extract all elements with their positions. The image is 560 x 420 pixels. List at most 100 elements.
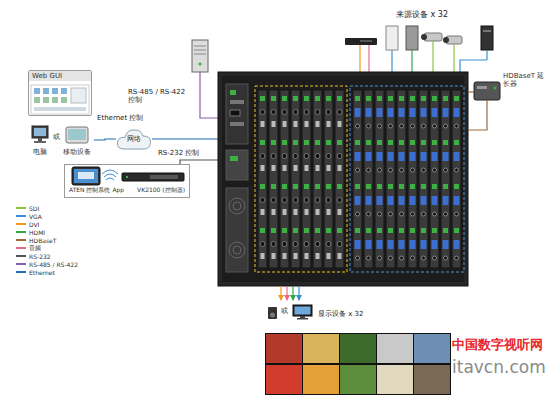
hdbaset-extender-icon [474,82,500,100]
node-text: VK2100 (控制器) [137,187,185,194]
node-text: 电脑 [28,148,52,156]
control-wire [152,72,226,164]
output-card [335,90,344,268]
mobile-device-icon [68,129,86,140]
hdbaset-wire [468,92,487,130]
legend-row: HDMI [16,228,78,236]
web-gui-screen [31,85,89,114]
control-server-icon [192,40,208,72]
source-wire [486,50,487,60]
source-wire [359,45,360,72]
control-server-icon [194,50,206,51]
input-card [419,90,428,268]
computer: 电脑 [28,124,52,156]
source-device-icon [360,40,372,42]
source-wire [411,50,412,72]
matrix-chassis [255,86,347,272]
computer-icon [34,141,46,143]
control-app-icon [72,167,100,185]
output-card [269,90,278,268]
hdbaset-extender-icon [477,86,487,89]
legend-swatch [16,207,26,209]
source-device-icon [421,34,427,40]
matrix-chassis [218,72,468,286]
matrix-chassis [222,76,464,282]
input-card [397,90,406,268]
control-server-icon [192,40,208,72]
legend-row: 音频 [16,244,78,252]
legend-swatch [16,271,26,273]
source-wire [453,44,454,72]
hdbaset-wire [468,91,474,92]
legend-text: HDBaseT [29,237,56,244]
legend-text: 音频 [29,244,41,253]
vk2100-controller-icon [126,176,128,178]
mobile-device: 移动设备 [60,124,94,156]
vk2100-controller-icon [122,173,184,181]
legend-text: VGA [29,213,42,220]
computer-icon [32,126,48,138]
web-gui-screen [61,88,67,94]
output-card [313,90,322,268]
web-gui-screen [43,88,49,94]
output-arrow [286,286,287,300]
connector-label: Ethernet 控制 [96,114,144,122]
output-card [302,90,311,268]
or-text: 或 [281,307,288,315]
monitor-icon [293,305,312,316]
legend-text: SDI [29,205,39,212]
web-gui-screen [34,97,40,103]
input-card [386,90,395,268]
speaker-icon [270,313,275,318]
monitor-icon [297,318,308,320]
output-arrow [298,286,299,300]
source-wire [391,50,392,72]
matrix-chassis [226,188,248,272]
source-device-icon [345,38,377,45]
input-card [408,90,417,268]
monitor-icon [295,307,311,315]
legend-row: HDBaseT [16,236,78,244]
vk2100-controller-icon [122,173,184,181]
matrix-chassis [226,150,248,180]
matrix-chassis [230,90,236,95]
legend: SDIVGADVIHDMIHDBaseT音频RS-232RS-485 / RS-… [16,204,78,276]
video-wall [303,334,339,363]
legend-swatch [16,223,26,225]
legend-row: VGA [16,212,78,220]
hdbaset-extender-icon [494,87,497,90]
legend-text: DVI [29,221,39,228]
legend-swatch [16,231,26,233]
matrix-chassis [230,156,238,161]
control-server-icon [194,54,206,55]
video-wall [266,365,302,394]
matrix-chassis [233,202,241,210]
or-text: 或 [53,133,60,141]
matrix-chassis [230,100,244,104]
legend-swatch [16,255,26,257]
control-server-icon [199,63,202,66]
legend-row: DVI [16,220,78,228]
matrix-chassis [229,198,245,214]
source-device-icon [443,37,449,43]
source-wire [432,41,433,72]
source-device-icon [483,30,491,32]
legend-text: Ethernet [29,269,55,276]
computer-icon [32,126,48,143]
output-card [280,90,289,268]
watermark: itavcn.com [452,358,546,378]
video-wall [377,365,413,394]
control-app-icon [106,178,114,180]
legend-text: HDMI [29,229,45,236]
video-wall [414,334,450,363]
legend-swatch [16,247,26,249]
mobile-device-icon [66,127,88,143]
node-text: HDBaseT 延长器 [503,72,545,88]
matrix-chassis [233,246,241,254]
output-arrow [281,286,299,300]
output-card [258,90,267,268]
source-wire [460,60,487,72]
web-gui-window: Web GUI [28,70,92,116]
control-label: RS-485 / RS-422 控制 [128,88,190,104]
